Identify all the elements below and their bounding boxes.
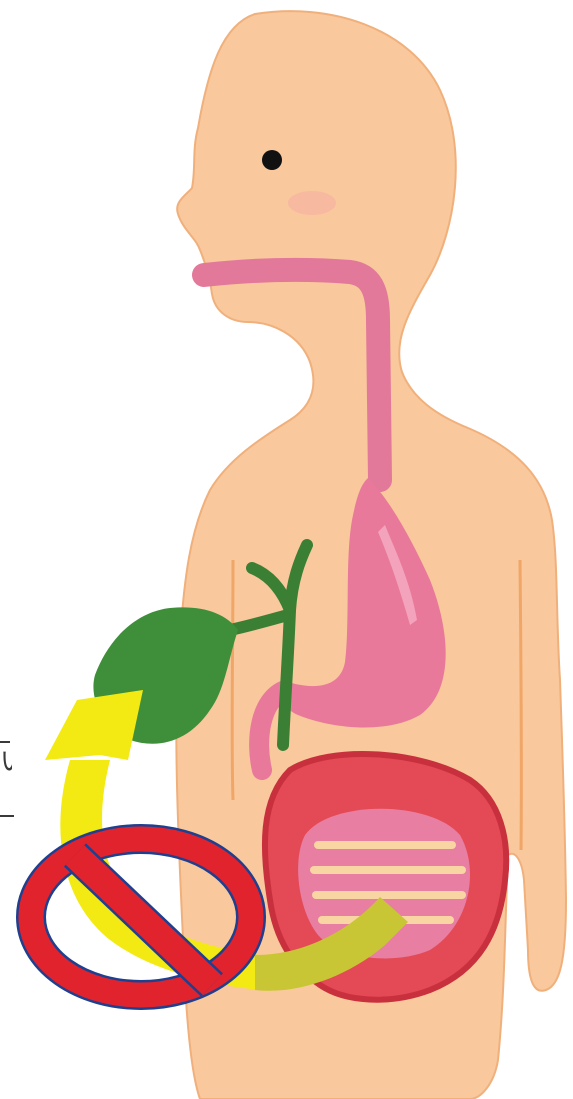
arrow-head: [45, 690, 143, 760]
cheek-blush: [288, 191, 336, 215]
cut-off-text: い: [0, 748, 12, 776]
cut-off-underline-top: [0, 741, 10, 743]
left-arm-line: [232, 560, 233, 800]
right-arm-line: [520, 560, 521, 850]
eye: [262, 150, 282, 170]
cut-off-underline-bottom: [0, 815, 14, 817]
